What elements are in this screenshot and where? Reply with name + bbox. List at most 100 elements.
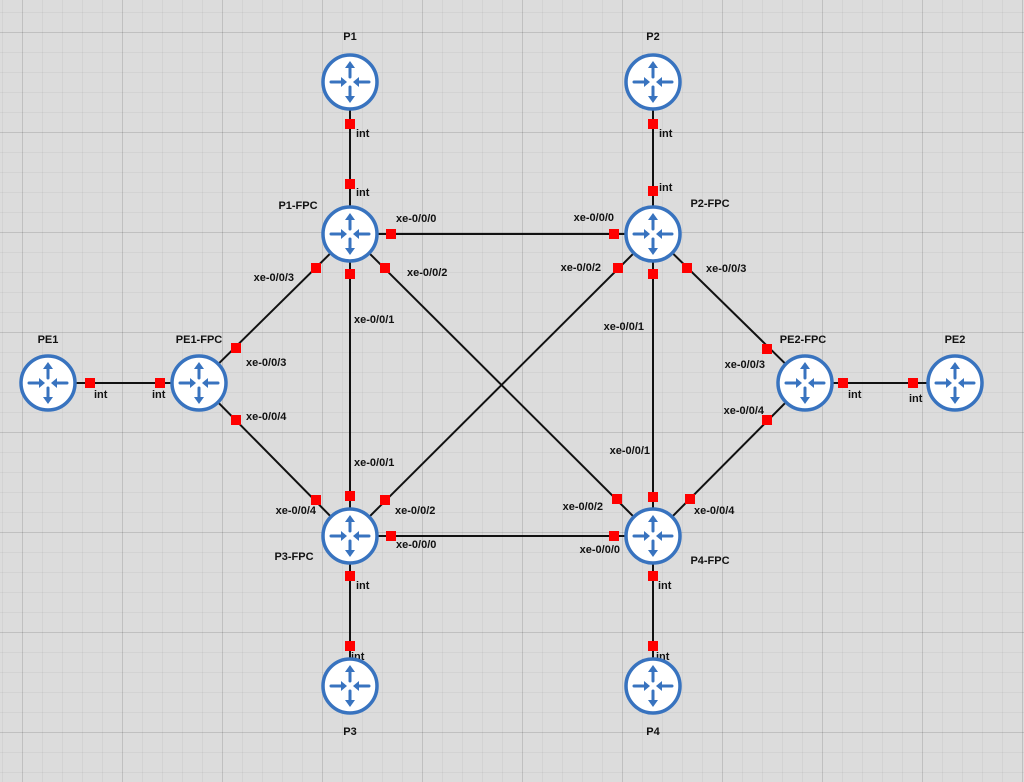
port-p3-fpc-xe-0-0-2[interactable] <box>380 495 390 505</box>
link-p2-fpc-pe2-fpc[interactable] <box>652 233 806 384</box>
port-label: xe-0/0/0 <box>580 544 620 556</box>
port-p2-fpc-xe-0-0-3[interactable] <box>682 263 692 273</box>
port-label: xe-0/0/3 <box>706 263 746 275</box>
port-label: xe-0/0/0 <box>396 539 436 551</box>
port-p1-int[interactable] <box>345 119 355 129</box>
port-p2-int[interactable] <box>648 119 658 129</box>
router-icon <box>19 354 77 412</box>
port-label: xe-0/0/2 <box>561 262 601 274</box>
link-pe2-fpc-p4-fpc[interactable] <box>652 382 806 537</box>
port-labels-layer: int int int int xe-0/0/0 xe-0/0/0 xe-0/0/3 xe-0… <box>94 128 923 663</box>
port-label: xe-0/0/3 <box>725 359 765 371</box>
node-label: PE1 <box>38 334 59 346</box>
port-p1-fpc-xe-0-0-2[interactable] <box>380 263 390 273</box>
node-label: P1-FPC <box>278 200 317 212</box>
port-p3-fpc-xe-0-0-0[interactable] <box>386 531 396 541</box>
router-icon <box>321 657 379 715</box>
router-node-p1[interactable] <box>321 53 379 111</box>
port-pe1-fpc-int[interactable] <box>155 378 165 388</box>
port-p3-int[interactable] <box>345 641 355 651</box>
port-pe2-fpc-xe-0-0-4[interactable] <box>762 415 772 425</box>
router-icon <box>170 354 228 412</box>
port-p4-fpc-xe-0-0-2[interactable] <box>612 494 622 504</box>
link-pe1-fpc-p3-fpc[interactable] <box>198 382 351 537</box>
router-node-p1-fpc[interactable] <box>321 205 379 263</box>
port-label: xe-0/0/0 <box>396 213 436 225</box>
router-node-p4[interactable] <box>624 657 682 715</box>
port-pe2-int[interactable] <box>908 378 918 388</box>
node-label: P1 <box>343 31 356 43</box>
port-p4-fpc-xe-0-0-0[interactable] <box>609 531 619 541</box>
router-node-p3[interactable] <box>321 657 379 715</box>
router-node-p2-fpc[interactable] <box>624 205 682 263</box>
port-label: xe-0/0/0 <box>574 212 614 224</box>
port-p4-fpc-xe-0-0-4[interactable] <box>685 494 695 504</box>
port-label: int <box>152 389 166 401</box>
port-label: xe-0/0/1 <box>354 314 394 326</box>
port-label: xe-0/0/4 <box>246 411 287 423</box>
port-p2-fpc-int[interactable] <box>648 186 658 196</box>
port-label: int <box>658 580 672 592</box>
link-p2-fpc-p3-fpc[interactable] <box>349 233 654 537</box>
node-label: PE2-FPC <box>780 334 827 346</box>
port-p4-int[interactable] <box>648 641 658 651</box>
port-label: xe-0/0/4 <box>694 505 735 517</box>
port-label: int <box>909 393 923 405</box>
router-icon <box>624 507 682 565</box>
port-p1-fpc-xe-0-0-3[interactable] <box>311 263 321 273</box>
port-p2-fpc-xe-0-0-1[interactable] <box>648 269 658 279</box>
port-label: int <box>356 128 370 140</box>
port-pe2-fpc-int[interactable] <box>838 378 848 388</box>
port-p2-fpc-xe-0-0-2[interactable] <box>613 263 623 273</box>
node-label: P4-FPC <box>690 555 729 567</box>
port-label: int <box>659 128 673 140</box>
router-icon <box>776 354 834 412</box>
router-node-pe1[interactable] <box>19 354 77 412</box>
port-pe2-fpc-xe-0-0-3[interactable] <box>762 344 772 354</box>
router-icon <box>624 657 682 715</box>
port-label: int <box>356 187 370 199</box>
router-node-p4-fpc[interactable] <box>624 507 682 565</box>
router-node-pe2[interactable] <box>926 354 984 412</box>
port-label: xe-0/0/1 <box>604 321 644 333</box>
router-node-pe1-fpc[interactable] <box>170 354 228 412</box>
node-label: P2 <box>646 31 659 43</box>
port-p3-fpc-xe-0-0-1[interactable] <box>345 491 355 501</box>
port-p1-fpc-xe-0-0-0[interactable] <box>386 229 396 239</box>
ports-layer <box>85 119 918 651</box>
port-label: xe-0/0/2 <box>395 505 435 517</box>
port-pe1-fpc-xe-0-0-4[interactable] <box>231 415 241 425</box>
port-p3-fpc-int[interactable] <box>345 571 355 581</box>
router-node-p3-fpc[interactable] <box>321 507 379 565</box>
link-p1-fpc-pe1-fpc[interactable] <box>198 233 351 384</box>
port-label: int <box>659 182 673 194</box>
port-pe1-fpc-xe-0-0-3[interactable] <box>231 343 241 353</box>
node-label: P4 <box>646 726 660 738</box>
port-label: int <box>356 580 370 592</box>
node-label: PE2 <box>945 334 966 346</box>
port-label: xe-0/0/4 <box>724 405 765 417</box>
router-node-pe2-fpc[interactable] <box>776 354 834 412</box>
node-label: P3 <box>343 726 356 738</box>
port-p4-fpc-int[interactable] <box>648 571 658 581</box>
router-icon <box>321 53 379 111</box>
port-p4-fpc-xe-0-0-1[interactable] <box>648 492 658 502</box>
port-pe1-int[interactable] <box>85 378 95 388</box>
node-label: P3-FPC <box>274 551 313 563</box>
router-node-p2[interactable] <box>624 53 682 111</box>
port-label: xe-0/0/3 <box>254 272 294 284</box>
node-label: P2-FPC <box>690 198 729 210</box>
port-p2-fpc-xe-0-0-0[interactable] <box>609 229 619 239</box>
port-label: xe-0/0/1 <box>354 457 394 469</box>
port-p1-fpc-int[interactable] <box>345 179 355 189</box>
port-p1-fpc-xe-0-0-1[interactable] <box>345 269 355 279</box>
port-p3-fpc-xe-0-0-4[interactable] <box>311 495 321 505</box>
router-icon <box>926 354 984 412</box>
router-icon <box>321 205 379 263</box>
port-label: xe-0/0/1 <box>610 445 650 457</box>
router-icon <box>624 205 682 263</box>
port-label: xe-0/0/2 <box>563 501 603 513</box>
port-label: xe-0/0/3 <box>246 357 286 369</box>
